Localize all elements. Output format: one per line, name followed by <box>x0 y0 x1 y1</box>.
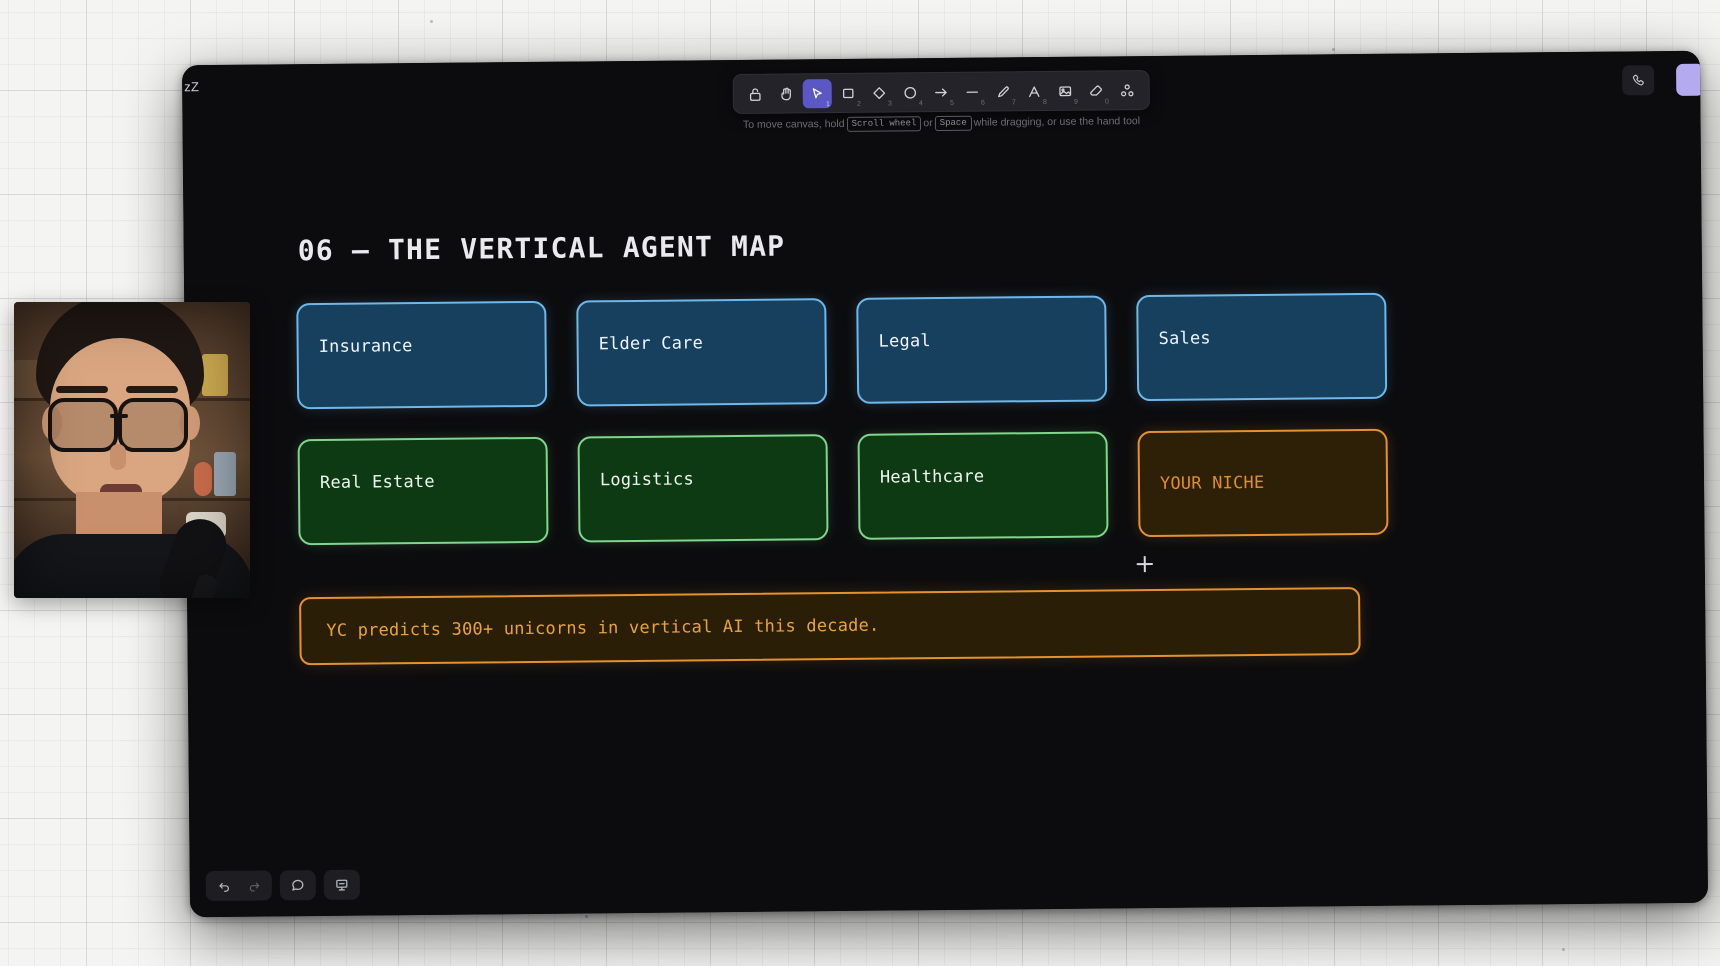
card-label: Healthcare <box>879 466 985 488</box>
card-your-niche[interactable]: YOUR NICHE <box>1137 428 1389 538</box>
banner-text: YC predicts 300+ unicorns in vertical AI… <box>326 615 880 641</box>
eyeglasses-bridge <box>110 414 128 418</box>
whiteboard-app-window: zZ 1 2 <box>181 50 1709 918</box>
vertical-card-grid: Insurance Elder Care Legal Sales Real Es… <box>296 292 1418 546</box>
library-button[interactable] <box>328 873 356 897</box>
redo-button[interactable] <box>240 874 268 898</box>
comment-button-group <box>279 870 316 901</box>
hint-prefix: To move canvas, hold <box>742 117 845 131</box>
card-legal[interactable]: Legal <box>856 295 1108 404</box>
shapes-icon[interactable] <box>1113 76 1142 105</box>
person-ear <box>42 406 62 440</box>
rectangle-icon[interactable]: 2 <box>834 78 863 107</box>
desktop-speck <box>1332 48 1335 51</box>
card-label: Logistics <box>599 469 694 491</box>
arrow-icon[interactable]: 5 <box>927 77 956 106</box>
person-nose <box>110 444 126 470</box>
tool-shortcut: 0 <box>1104 97 1109 105</box>
comment-button[interactable] <box>284 873 312 897</box>
card-sales[interactable]: Sales <box>1136 292 1388 402</box>
selection-icon[interactable]: 1 <box>802 78 832 108</box>
hint-suffix: while dragging, or use the hand tool <box>973 115 1141 129</box>
share-button[interactable] <box>1676 63 1705 96</box>
diamond-icon[interactable]: 3 <box>865 78 894 107</box>
ellipse-icon[interactable]: 4 <box>896 78 925 107</box>
card-label: YOUR NICHE <box>1159 472 1265 494</box>
tool-shortcut: 7 <box>1011 98 1016 106</box>
hand-icon[interactable] <box>772 79 801 108</box>
card-real-estate[interactable]: Real Estate <box>297 436 549 546</box>
image-icon[interactable]: 9 <box>1051 76 1080 105</box>
tool-shortcut: 4 <box>918 99 923 107</box>
card-label: Real Estate <box>319 471 435 493</box>
desktop-speck <box>430 20 433 23</box>
webcam-vignette <box>14 302 250 598</box>
line-icon[interactable]: 6 <box>958 77 987 106</box>
desktop-speck <box>585 915 588 918</box>
webcam-overlay[interactable] <box>14 302 250 598</box>
window-corner-label: zZ <box>184 79 200 95</box>
shelf-object <box>194 462 212 496</box>
tool-shortcut: 3 <box>887 99 892 108</box>
card-label: Insurance <box>318 336 413 358</box>
tool-shortcut: 2 <box>856 100 861 108</box>
card-label: Elder Care <box>598 333 704 355</box>
text-icon[interactable]: 8 <box>1020 76 1049 106</box>
bottom-toolbar[interactable] <box>205 869 360 902</box>
tool-palette[interactable]: 1 2 3 4 5 <box>732 70 1150 115</box>
shelf-object <box>202 354 228 396</box>
card-logistics[interactable]: Logistics <box>577 434 829 543</box>
card-label: Sales <box>1158 328 1211 349</box>
call-button[interactable] <box>1622 65 1655 96</box>
tool-shortcut: 6 <box>980 99 985 107</box>
scroll-wheel-key: Scroll wheel <box>846 116 922 132</box>
history-button-group <box>205 870 272 902</box>
eyeglasses-left <box>48 398 118 452</box>
tool-shortcut: 1 <box>825 100 830 108</box>
card-elder-care[interactable]: Elder Care <box>576 298 828 407</box>
tool-shortcut: 9 <box>1073 98 1078 106</box>
desktop-speck <box>1562 948 1565 951</box>
prediction-banner: YC predicts 300+ unicorns in vertical AI… <box>299 587 1361 666</box>
draw-icon[interactable]: 7 <box>989 77 1018 106</box>
undo-button[interactable] <box>210 874 238 898</box>
card-label: Legal <box>878 331 931 352</box>
person-eyebrow <box>126 386 178 393</box>
card-healthcare[interactable]: Healthcare <box>857 431 1109 540</box>
slide-content: 06 — THE VERTICAL AGENT MAP Insurance El… <box>296 223 1420 666</box>
eyeglasses-right <box>118 398 188 452</box>
eraser-icon[interactable]: 0 <box>1082 76 1111 105</box>
tool-shortcut: 5 <box>949 99 954 107</box>
shelf-object <box>214 452 236 496</box>
library-button-group <box>323 869 360 900</box>
person-eyebrow <box>56 386 108 393</box>
space-key: Space <box>934 115 972 132</box>
lock-icon[interactable] <box>741 79 770 108</box>
hint-mid: or <box>923 117 933 130</box>
phone-icon <box>1632 74 1644 86</box>
tool-shortcut: 8 <box>1042 98 1047 106</box>
card-insurance[interactable]: Insurance <box>296 300 548 410</box>
